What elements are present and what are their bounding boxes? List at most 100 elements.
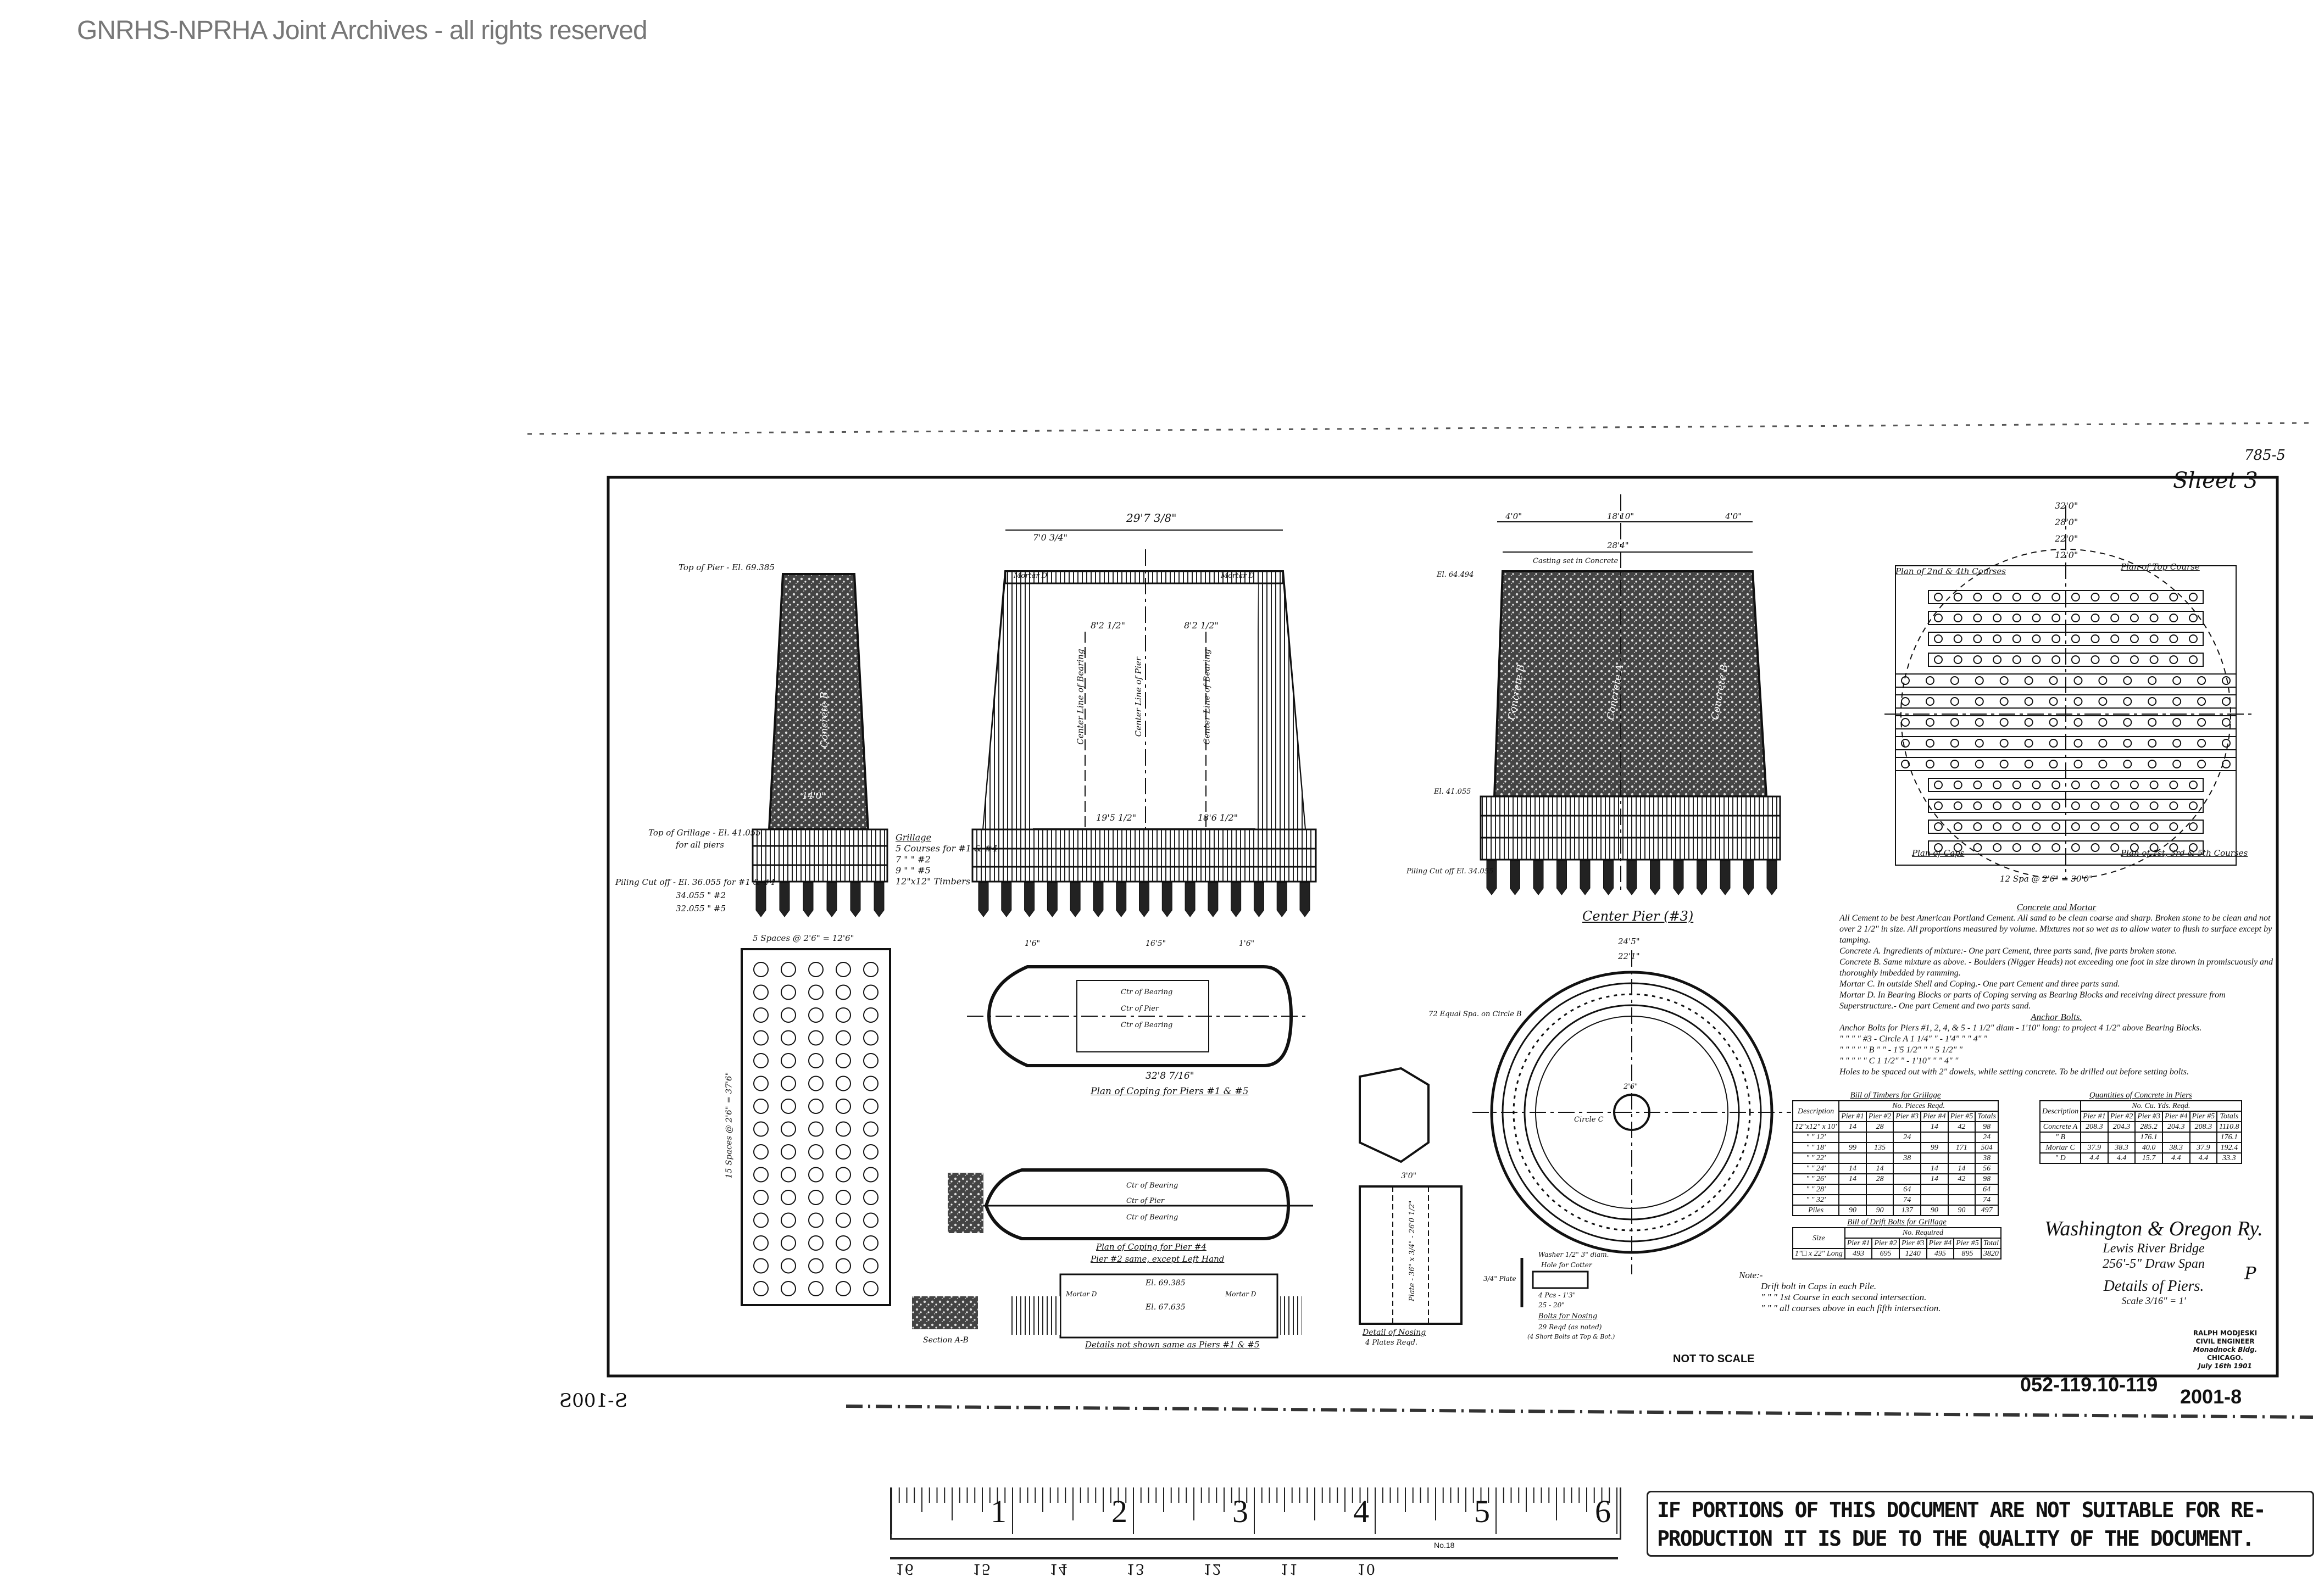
- timbers-table-block: Bill of Timbers for Grillage Description…: [1792, 1090, 1999, 1216]
- bolt-plate-label: 3/4" Plate: [1483, 1275, 1516, 1283]
- table-cell: [1947, 1184, 1976, 1195]
- nosing-width: 3'0": [1401, 1172, 1417, 1180]
- pile-head: [2012, 781, 2021, 789]
- pile: [1047, 882, 1058, 917]
- table-cell: " " 22': [1792, 1152, 1840, 1164]
- pile-position: [808, 1076, 824, 1091]
- pile-head: [2149, 822, 2159, 831]
- pile-head: [2032, 593, 2041, 601]
- pile-head: [1999, 676, 2009, 685]
- plan-cap-label: Plan of Caps: [1912, 848, 1965, 858]
- table-cell: " B: [2039, 1132, 2082, 1143]
- pile-head: [2024, 676, 2033, 685]
- pile-position: [863, 962, 879, 977]
- table-header: Pier #3: [1893, 1111, 1922, 1122]
- pile-head: [2071, 593, 2080, 601]
- reverse-ruler-number: 14: [1049, 1561, 1068, 1577]
- pile-head: [2073, 697, 2083, 706]
- pile-position: [781, 1144, 796, 1160]
- pile-head: [2024, 760, 2033, 768]
- base-left-dim: 19'5 1/2": [1096, 812, 1137, 823]
- pile-position: [781, 1030, 796, 1046]
- pile-head: [2149, 593, 2159, 601]
- coping-plan-4: [912, 1168, 1313, 1339]
- pile-head: [2091, 801, 2100, 810]
- pile-position: [753, 1281, 769, 1296]
- concrete-table-block: Quantities of Concrete in Piers Descript…: [2039, 1090, 2242, 1164]
- pile: [1231, 882, 1242, 917]
- table-cell: 895: [1953, 1248, 1982, 1260]
- table-cell: 192.4: [2216, 1142, 2242, 1154]
- pile-head: [2110, 614, 2120, 622]
- pile-head: [1953, 634, 1962, 643]
- table-header: Pier #2: [1865, 1111, 1894, 1122]
- pile-position: [753, 1099, 769, 1114]
- pile-head: [1999, 739, 2009, 748]
- ruler-maker: No.18: [1434, 1541, 1455, 1550]
- pile-head: [1993, 655, 2002, 664]
- table-cell: [1947, 1194, 1976, 1206]
- pile-head: [2049, 760, 2058, 768]
- ruler-number: 5: [1474, 1494, 1490, 1529]
- pile-head: [1975, 697, 1984, 706]
- pile-head: [1934, 593, 1943, 601]
- table-cell: " D: [2039, 1152, 2082, 1164]
- pile-head: [1993, 781, 2002, 789]
- pile-head: [2071, 781, 2080, 789]
- pile-head: [2051, 634, 2061, 643]
- pier-side-elevation: [971, 530, 1317, 917]
- pile-head: [2110, 822, 2120, 831]
- coping4-ctr-bearing: Ctr of Bearing: [1126, 1182, 1178, 1190]
- pile-head: [2123, 697, 2132, 706]
- pile-head: [1953, 801, 1962, 810]
- grillage-legend: Grillage 5 Courses for #1 & #4 7 " " #2 …: [896, 832, 998, 887]
- table-cell: [1865, 1184, 1894, 1195]
- pile: [1116, 882, 1127, 917]
- pile-position: [781, 962, 796, 977]
- table-header: Pier #1: [2080, 1111, 2109, 1122]
- anchor-line: Anchor Bolts for Piers #1, 2, 4, & 5 - 1…: [1839, 1023, 2202, 1033]
- timbers-table-title: Bill of Timbers for Grillage: [1850, 1091, 1941, 1100]
- stamp-line: CHICAGO.: [2207, 1354, 2243, 1362]
- pile: [1001, 882, 1012, 917]
- grillage-line: 5 Courses for #1 & #4: [896, 843, 998, 854]
- notes-title: Concrete and Mortar: [2016, 902, 2097, 912]
- pile-head: [2091, 655, 2100, 664]
- pile: [1070, 882, 1081, 917]
- pile-position: [781, 984, 796, 1000]
- pile: [1720, 860, 1731, 895]
- pile-head: [1925, 697, 1934, 706]
- pile-head: [2149, 634, 2159, 643]
- pile-head: [2189, 801, 2198, 810]
- bridge-name: Lewis River Bridge: [2103, 1241, 2205, 1256]
- drift-note-line: Drift bolt in Caps in each Pile.: [1761, 1281, 1877, 1291]
- table-header: Pier #4: [2161, 1111, 2190, 1122]
- pile-head: [2012, 593, 2021, 601]
- pile-position: [836, 1190, 851, 1205]
- ctr-pier-label: Center Line of Pier: [1133, 657, 1143, 737]
- table-cell: 493: [1844, 1248, 1873, 1260]
- table-cell: 204.3: [2107, 1121, 2136, 1133]
- grillage-line: 12"x12" Timbers: [896, 876, 971, 887]
- reverse-ruler-number: 11: [1280, 1561, 1299, 1577]
- table-cell: 37.9: [2080, 1142, 2109, 1154]
- table-cell: 4.4: [2107, 1152, 2136, 1164]
- stamp-date: July 16th 1901: [2198, 1362, 2252, 1370]
- pile-position: [781, 1167, 796, 1183]
- pile-head: [2123, 718, 2132, 727]
- stamp-line: Monadnock Bldg.: [2193, 1346, 2258, 1353]
- drift-note-line: " " " all courses above in each fifth in…: [1761, 1303, 1941, 1313]
- ctr-bearing-label: Center Line of Bearing: [1075, 649, 1086, 745]
- table-cell: 208.3: [2080, 1121, 2109, 1133]
- plan-of-courses: [1884, 505, 2253, 879]
- pile-position: [808, 1281, 824, 1296]
- pile-head: [1934, 614, 1943, 622]
- table-cell: 38: [1893, 1152, 1922, 1164]
- table-cell: 14: [1838, 1121, 1867, 1133]
- pile-head: [1993, 843, 2002, 852]
- pile-head: [2091, 634, 2100, 643]
- pile-head: [2032, 655, 2041, 664]
